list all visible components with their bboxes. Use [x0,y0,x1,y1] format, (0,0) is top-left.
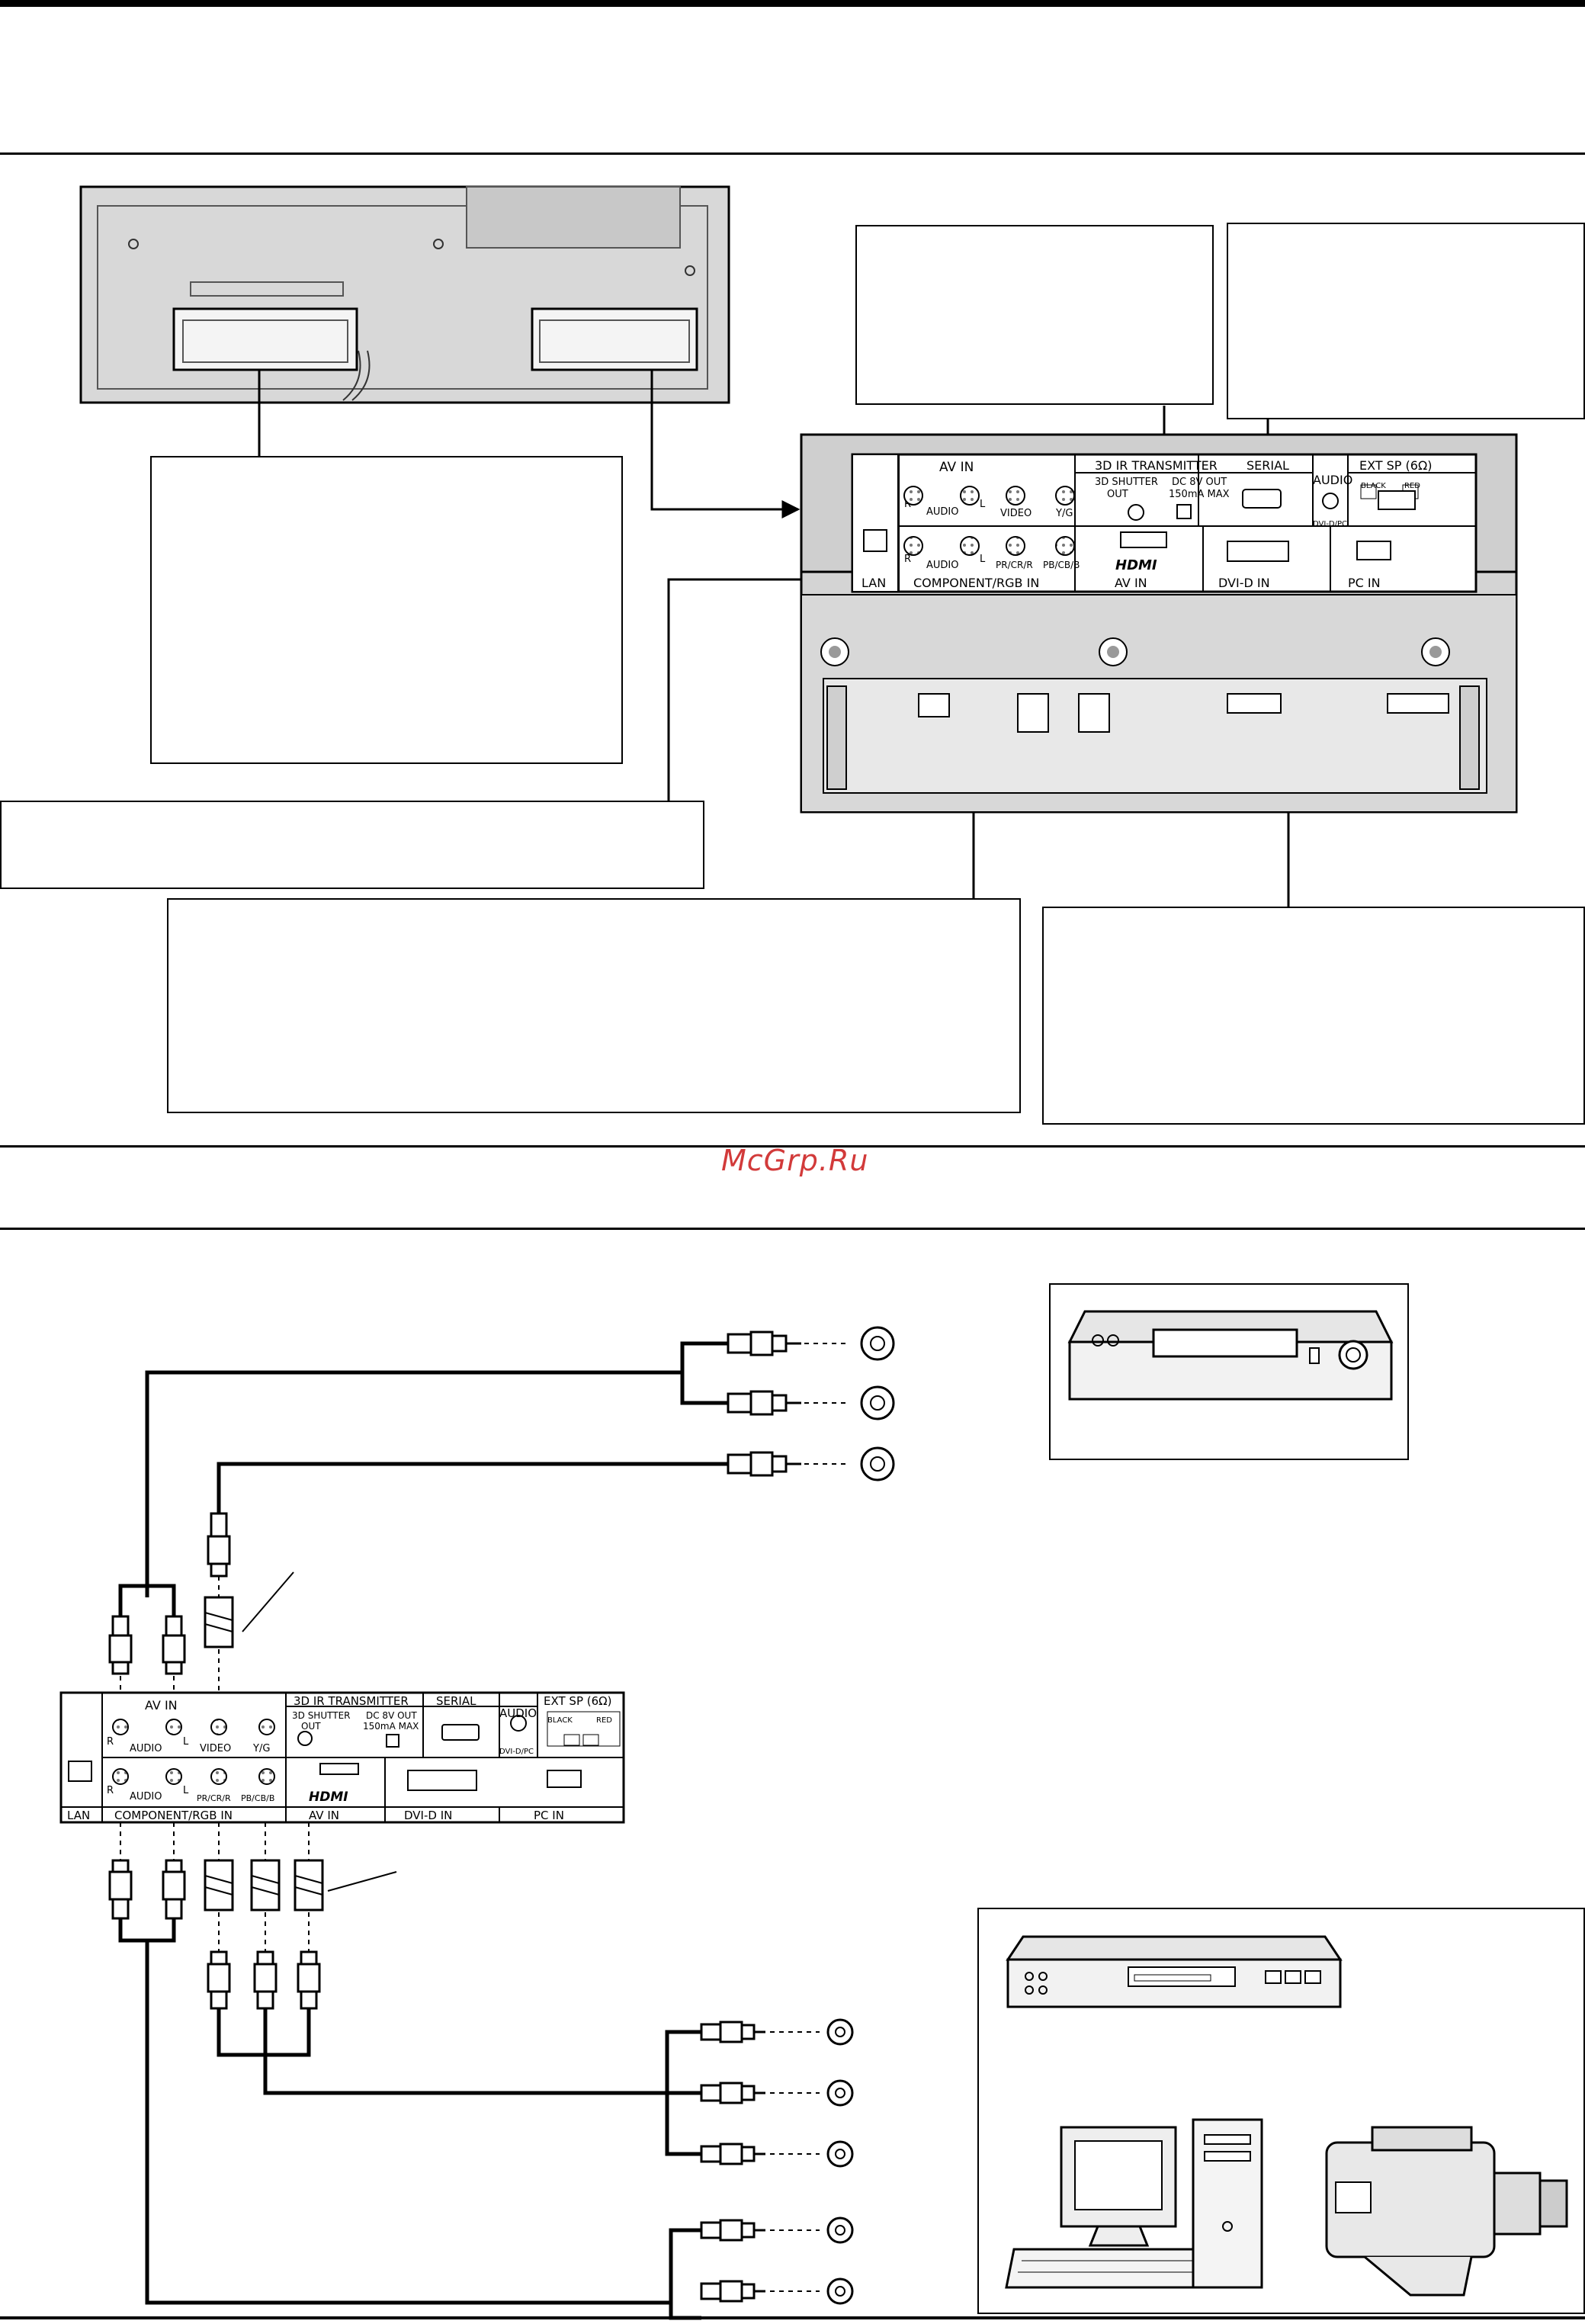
label-shutter-2: OUT [1107,489,1128,500]
section-rule-1 [0,152,1585,155]
small-label-video: VIDEO [200,1743,231,1754]
callout-box-serial [1227,223,1585,419]
small-label-lan: LAN [67,1809,90,1822]
label-ext-sp: EXT SP (6Ω) [1359,458,1432,473]
terminal-panel-large: AV IN 3D IR TRANSMITTER SERIAL AUDIO EXT… [800,433,1518,814]
small-label-pb-cb-b: PB/CB/B [241,1793,274,1803]
component-plugs-bottom [108,1822,701,2320]
component-output-plugs [700,2018,854,2305]
label-red: RED [1404,482,1420,490]
small-label-dc-2: 150mA MAX [363,1721,419,1732]
small-label-av-in-hdmi: AV IN [309,1809,339,1822]
label-pb-cb-b: PB/CB/B [1043,560,1080,570]
label-shutter-1: 3D SHUTTER [1095,477,1158,488]
label-audio-l-bottom: L [980,554,986,565]
label-lan: LAN [861,576,886,590]
small-label-black: BLACK [547,1716,573,1725]
callout-box-left-terminals [150,456,623,764]
label-dc-out-2: 150mA MAX [1169,489,1230,500]
section-rule-3 [0,1228,1585,1230]
label-component-rgb-in: COMPONENT/RGB IN [913,576,1039,590]
small-label-shutter-2: OUT [301,1721,321,1732]
label-black: BLACK [1361,482,1386,490]
callout-box-lan [0,801,704,889]
label-audio-r-top: R [904,499,911,510]
label-pr-cr-r: PR/CR/R [996,560,1033,570]
small-label-l-bottom: L [183,1785,189,1796]
label-dc-out-1: DC 8V OUT [1172,477,1227,488]
vcr-cable-plugs [145,1326,895,1597]
label-video: VIDEO [1000,508,1032,519]
label-audio-r-bottom: R [904,554,911,565]
small-label-y-g: Y/G [252,1743,270,1754]
small-label-pc-in: PC IN [534,1809,564,1822]
label-audio-bottom: AUDIO [926,560,959,571]
label-av-in: AV IN [939,460,974,475]
label-y-g: Y/G [1055,508,1073,519]
small-label-red: RED [596,1716,612,1725]
small-label-3d-ir: 3D IR TRANSMITTER [294,1694,409,1708]
label-dvi-pc: DVI-D/PC [1313,520,1347,528]
label-av-in-hdmi: AV IN [1115,576,1147,590]
bottom-rule [0,2316,1585,2319]
small-label-r-top: R [107,1736,114,1748]
small-label-audio-top: AUDIO [130,1743,162,1754]
callout-box-component-rgb [167,898,1021,1113]
small-label-audio-bottom: AUDIO [130,1791,162,1802]
small-label-av-in: AV IN [145,1698,178,1713]
callout-box-dvi [1042,907,1585,1125]
camcorder-illustration [1325,2126,1568,2297]
terminal-panel-small: AV IN 3D IR TRANSMITTER SERIAL AUDIO EXT… [59,1691,625,1824]
small-label-l-top: L [183,1736,189,1748]
label-pc-in: PC IN [1348,576,1381,590]
label-audio-l-top: L [980,499,986,510]
label-audio-top: AUDIO [926,506,959,518]
small-label-ext-sp: EXT SP (6Ω) [544,1694,611,1708]
small-label-serial: SERIAL [436,1694,476,1708]
small-label-dvi-d-in: DVI-D IN [404,1809,452,1822]
small-label-dvi-pc: DVI-D/PC [499,1748,534,1756]
dvd-player-illustration [1006,1935,1343,2008]
section-rule-2 [0,1145,1585,1148]
small-label-component: COMPONENT/RGB IN [114,1809,233,1822]
callout-box-ir-transmitter [855,225,1214,405]
label-audio: AUDIO [1313,473,1352,487]
small-label-pr-cr-r: PR/CR/R [197,1793,231,1803]
small-label-r-bottom: R [107,1785,114,1796]
watermark: McGrp.Ru [721,1144,869,1177]
label-hdmi-logo: HDMI [1115,557,1157,573]
small-label-audio: AUDIO [499,1706,537,1720]
small-label-dc-1: DC 8V OUT [366,1710,417,1721]
computer-illustration [1005,2118,1263,2289]
vcr-illustration [1067,1310,1394,1401]
label-dvi-d-in: DVI-D IN [1218,576,1270,590]
label-serial: SERIAL [1247,458,1289,473]
display-rear-illustration [79,185,730,404]
small-label-shutter-1: 3D SHUTTER [292,1710,350,1721]
small-label-hdmi: HDMI [309,1790,348,1805]
label-3d-ir-transmitter: 3D IR TRANSMITTER [1095,458,1218,473]
top-rule [0,0,1585,7]
